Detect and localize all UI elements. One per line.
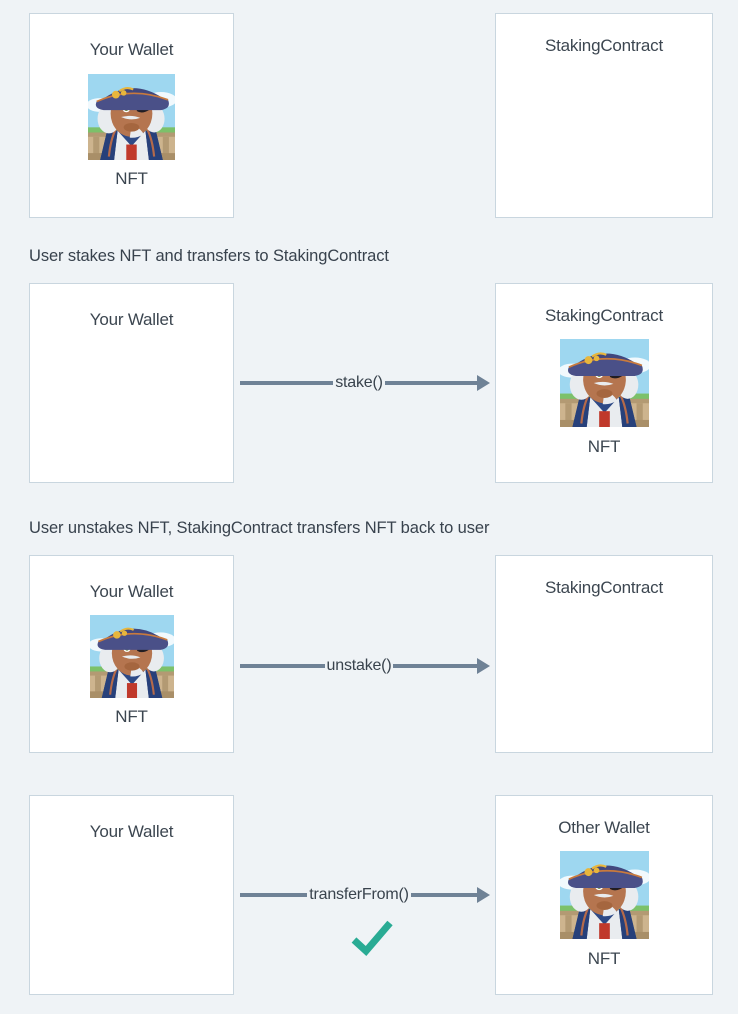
contract-box-row3: StakingContract: [495, 555, 713, 753]
nft-label: NFT: [115, 169, 148, 188]
wallet-box-row1: Your Wallet: [29, 13, 234, 218]
arrow-head-icon: [477, 375, 490, 391]
nft-artwork-svg: [88, 74, 175, 160]
nft-avatar: [89, 615, 174, 698]
arrow-line-left: [240, 893, 308, 897]
arrow-transfer-from: transferFrom(): [240, 879, 490, 911]
row-unstake: Your Wallet: [0, 555, 738, 753]
arrow-stake: stake(): [240, 367, 490, 399]
arrow-unstake: unstake(): [240, 650, 490, 682]
nft-label: NFT: [115, 707, 148, 726]
nft-avatar: [559, 339, 649, 427]
contract-box-row2: StakingContract: [495, 283, 713, 483]
nft-artwork-svg: [89, 615, 174, 698]
nft-avatar: [559, 851, 649, 939]
box-title-your-wallet: Your Wallet: [89, 582, 174, 601]
nft-artwork-svg: [559, 851, 649, 939]
box-title-staking-contract: StakingContract: [545, 578, 663, 597]
arrow-label: unstake(): [326, 657, 392, 674]
box-title-your-wallet: Your Wallet: [89, 822, 174, 841]
wallet-box-row4: Your Wallet: [29, 795, 234, 995]
arrow-label: transferFrom(): [309, 886, 409, 903]
arrow-line-right: [410, 893, 478, 897]
nft-avatar: [88, 74, 175, 160]
box-title-other-wallet: Other Wallet: [558, 818, 650, 837]
arrow-head-icon: [477, 887, 490, 903]
arrow-line-right: [393, 664, 478, 668]
nft-label: NFT: [587, 437, 621, 456]
box-title-your-wallet: Your Wallet: [89, 310, 174, 329]
success-check-icon: [351, 920, 393, 957]
wallet-box-row3: Your Wallet: [29, 555, 234, 753]
row-initial: Your Wallet: [0, 13, 738, 218]
row-transfer: Your Wallet transferFrom() Other Wallet: [0, 795, 738, 995]
nft-artwork-svg: [559, 339, 649, 427]
nft-label: NFT: [587, 949, 621, 968]
wallet-box-row2: Your Wallet: [29, 283, 234, 483]
arrow-head-icon: [477, 658, 490, 674]
caption-stake: User stakes NFT and transfers to Staking…: [29, 247, 389, 265]
arrow-line-left: [240, 664, 325, 668]
box-title-staking-contract: StakingContract: [545, 306, 663, 325]
contract-box-row1: StakingContract: [495, 13, 713, 218]
other-wallet-box-row4: Other Wallet: [495, 795, 713, 995]
row-stake: Your Wallet stake() StakingContract: [0, 283, 738, 483]
box-title-staking-contract: StakingContract: [545, 36, 663, 55]
caption-unstake: User unstakes NFT, StakingContract trans…: [29, 519, 490, 537]
arrow-label: stake(): [335, 374, 383, 391]
arrow-line-left: [240, 381, 334, 385]
arrow-line-right: [384, 381, 478, 385]
box-title-your-wallet: Your Wallet: [89, 40, 174, 59]
